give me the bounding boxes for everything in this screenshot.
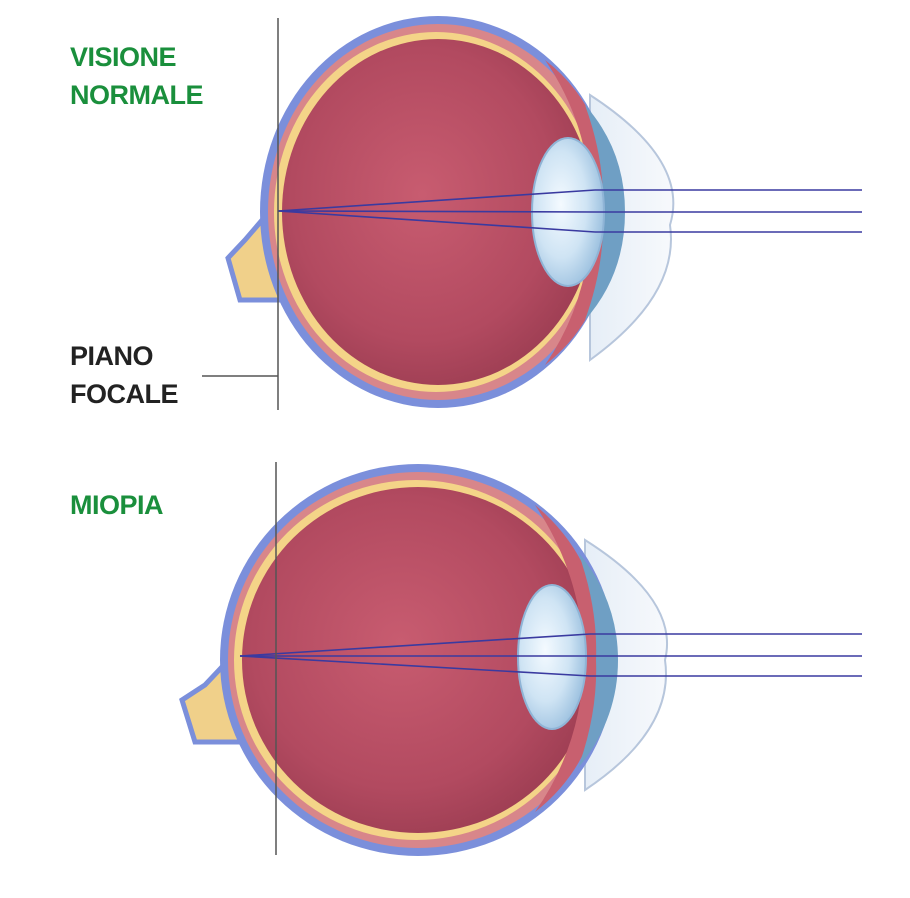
normal-light-rays [277, 189, 862, 233]
myopia-light-rays [239, 633, 862, 677]
myopia-vitreous [242, 487, 594, 833]
myopia-title: MIOPIA [70, 490, 164, 520]
normal-eye-icon [225, 16, 862, 408]
myopia-eye-icon [179, 464, 862, 856]
focal-plane-label: PIANO FOCALE [70, 341, 179, 409]
myopia-iris-blue [578, 552, 618, 768]
myopia-lens [517, 584, 587, 730]
normal-vision-title: VISIONE NORMALE [70, 42, 204, 110]
